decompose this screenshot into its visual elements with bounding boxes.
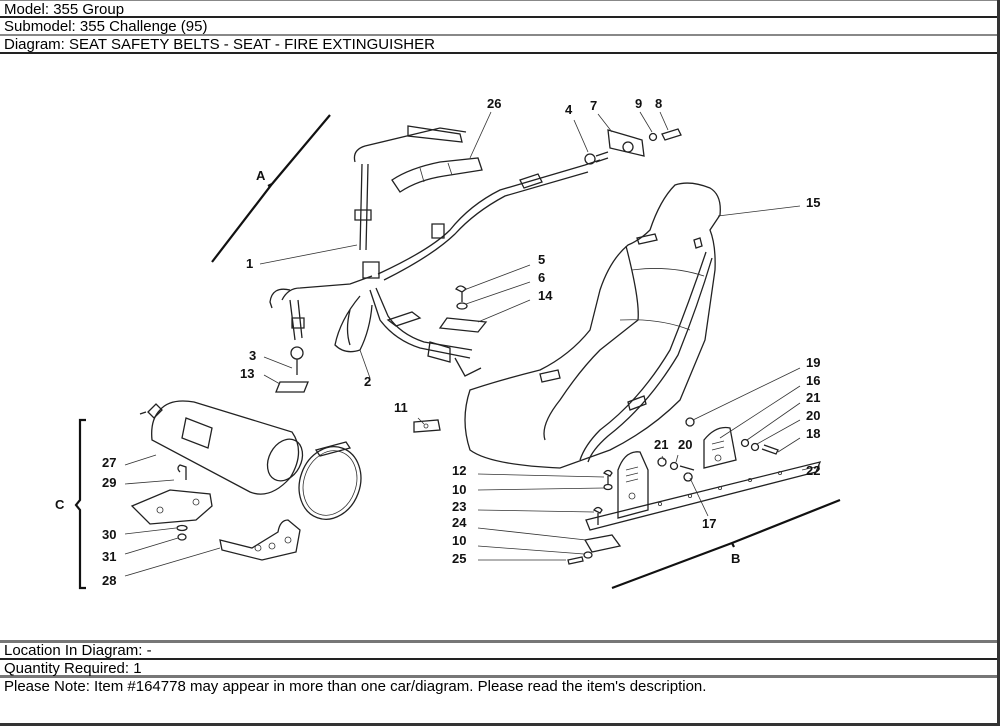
location-row: Location In Diagram: - bbox=[0, 642, 997, 660]
callout-27: 27 bbox=[102, 455, 116, 470]
callout-20-right: 20 bbox=[806, 408, 820, 423]
racing-seat bbox=[464, 182, 721, 469]
callout-11: 11 bbox=[394, 400, 408, 415]
callout-15: 15 bbox=[806, 195, 820, 210]
callout-3: 3 bbox=[249, 348, 256, 363]
callout-21-right: 21 bbox=[806, 390, 820, 405]
seat-rails bbox=[585, 417, 822, 531]
callout-6: 6 bbox=[538, 270, 545, 285]
callout-24: 24 bbox=[452, 515, 467, 530]
group-c-bracket bbox=[74, 418, 86, 590]
location-label: Location In Diagram: - bbox=[4, 642, 152, 659]
callout-9: 9 bbox=[635, 96, 642, 111]
callout-10-lower: 10 bbox=[452, 533, 466, 548]
parts-diagram-drawing: A B C bbox=[55, 96, 841, 590]
model-row: Model: 355 Group bbox=[0, 0, 997, 18]
callout-19: 19 bbox=[806, 355, 820, 370]
seat-belt-harness bbox=[269, 125, 601, 377]
diagram-title-row: Diagram: SEAT SAFETY BELTS - SEAT - FIRE… bbox=[0, 36, 997, 54]
callout-25: 25 bbox=[452, 551, 466, 566]
floor-anchor-plate bbox=[438, 285, 488, 333]
shoulder-pads bbox=[391, 157, 483, 193]
callout-5: 5 bbox=[538, 252, 545, 267]
callout-4: 4 bbox=[565, 102, 573, 117]
callout-28: 28 bbox=[102, 573, 116, 588]
extinguisher-bracket-upper bbox=[130, 464, 213, 541]
group-a-label: A bbox=[256, 168, 266, 183]
callout-1: 1 bbox=[246, 256, 253, 271]
model-label: Model: 355 Group bbox=[4, 1, 125, 18]
rail-mounting-hardware bbox=[567, 469, 622, 565]
extinguisher-clamp-band bbox=[298, 441, 362, 520]
note-row: Please Note: Item #164778 may appear in … bbox=[0, 678, 997, 723]
leader-lines bbox=[124, 111, 821, 577]
submodel-row: Submodel: 355 Challenge (95) bbox=[0, 18, 997, 36]
group-a-bracket bbox=[211, 114, 331, 263]
group-b-bracket bbox=[611, 498, 841, 590]
quantity-row: Quantity Required: 1 bbox=[0, 660, 997, 678]
callout-2: 2 bbox=[364, 374, 371, 389]
parts-diagram: A B C bbox=[0, 54, 997, 643]
callout-13: 13 bbox=[240, 366, 254, 381]
submodel-label: Submodel: 355 Challenge (95) bbox=[4, 18, 208, 35]
callout-16: 16 bbox=[806, 373, 820, 388]
callout-29: 29 bbox=[102, 475, 116, 490]
callout-8: 8 bbox=[655, 96, 662, 111]
callout-14: 14 bbox=[538, 288, 553, 303]
callout-20-left: 20 bbox=[678, 437, 692, 452]
quantity-label: Quantity Required: 1 bbox=[4, 660, 142, 677]
extinguisher-bracket-lower bbox=[219, 519, 301, 561]
callout-21-left: 21 bbox=[654, 437, 668, 452]
callout-26: 26 bbox=[487, 96, 501, 111]
fire-extinguisher bbox=[139, 400, 304, 495]
callout-12: 12 bbox=[452, 463, 466, 478]
callout-18: 18 bbox=[806, 426, 820, 441]
diagram-title: Diagram: SEAT SAFETY BELTS - SEAT - FIRE… bbox=[4, 36, 435, 53]
eye-bolt-and-plate bbox=[275, 346, 309, 393]
callout-30: 30 bbox=[102, 527, 116, 542]
callout-31: 31 bbox=[102, 549, 116, 564]
callout-7: 7 bbox=[590, 98, 597, 113]
small-plate bbox=[413, 419, 441, 433]
note-text: Please Note: Item #164778 may appear in … bbox=[4, 678, 707, 695]
callout-10-upper: 10 bbox=[452, 482, 466, 497]
callout-23: 23 bbox=[452, 499, 466, 514]
callout-22: 22 bbox=[806, 463, 820, 478]
belt-anchor-hardware bbox=[584, 128, 682, 165]
group-b-label: B bbox=[731, 551, 740, 566]
callout-17: 17 bbox=[702, 516, 716, 531]
group-c-label: C bbox=[55, 497, 65, 512]
